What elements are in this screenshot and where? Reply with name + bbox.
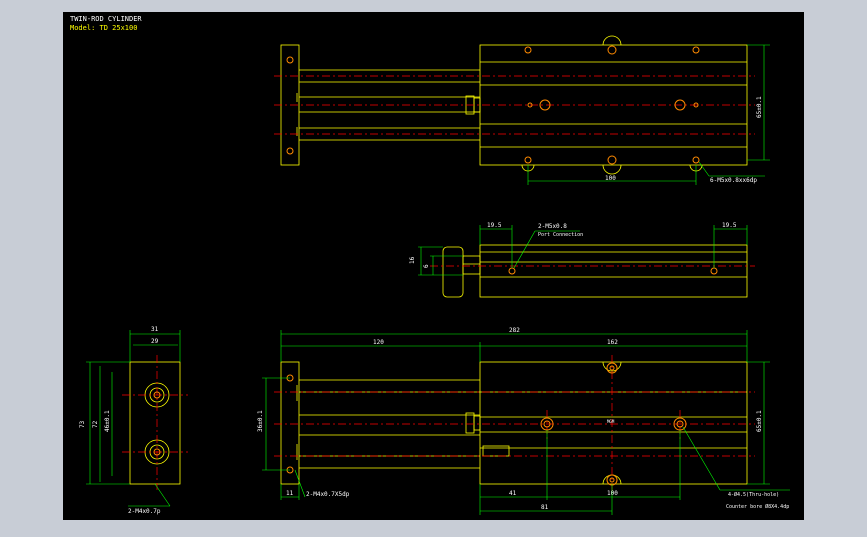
end-dim-31: 31 (151, 326, 159, 333)
front-counterbore-callout: Counter bore Ø8X4.4dp (726, 503, 789, 510)
top-dim-height: 65±0.1 (756, 96, 763, 118)
end-dim-46: 46±0.1 (104, 410, 111, 432)
top-dimensions (527, 44, 770, 185)
model-label: Model: TD 25x100 (70, 24, 137, 32)
front-small-label: MGM (607, 419, 615, 424)
front-dim-100: 100 (607, 490, 618, 497)
end-dim-73: 73 (79, 420, 86, 428)
end-hole-callout: 2-M4x0.7p (128, 508, 161, 515)
side-dim-right: 19.5 (722, 222, 737, 229)
side-view (442, 244, 748, 298)
side-dim-v2: 6 (423, 264, 430, 268)
front-dim-41: 41 (509, 490, 517, 497)
top-dim-pitch: 100 (605, 175, 616, 182)
side-dim-v1: 16 (409, 256, 416, 264)
front-dim-81: 81 (541, 504, 549, 511)
front-holes (286, 362, 687, 486)
front-dim-11: 11 (286, 490, 294, 497)
front-hole-callout: 4-Ø4.5(Thru-hole) (728, 491, 779, 498)
front-view (280, 361, 748, 485)
front-centerlines (274, 355, 755, 492)
front-dimensions (262, 330, 790, 515)
side-dimensions (418, 225, 748, 276)
front-dim-left-v: 36±0.1 (257, 410, 264, 432)
end-dimensions (86, 330, 181, 507)
side-port-callout: 2-M5x0.8 (538, 223, 567, 230)
front-dim-body: 162 (607, 339, 618, 346)
front-dim-rod: 120 (373, 339, 384, 346)
front-tap-callout: 2-M4x0.7X5dp (306, 491, 350, 498)
top-hole-callout: 6-M5x0.8xx6dp (710, 177, 757, 184)
end-dim-72: 72 (92, 420, 99, 428)
side-dim-left: 19.5 (487, 222, 502, 229)
front-dim-right-v: 65±0.1 (756, 410, 763, 432)
top-holes (286, 45, 700, 165)
end-dim-29: 29 (151, 338, 159, 345)
side-port-callout-2: Port Connection (538, 232, 583, 238)
front-end-plate (280, 361, 300, 485)
drawing-title: TWIN-ROD CYLINDER (70, 15, 142, 23)
front-dim-total: 282 (509, 327, 520, 334)
